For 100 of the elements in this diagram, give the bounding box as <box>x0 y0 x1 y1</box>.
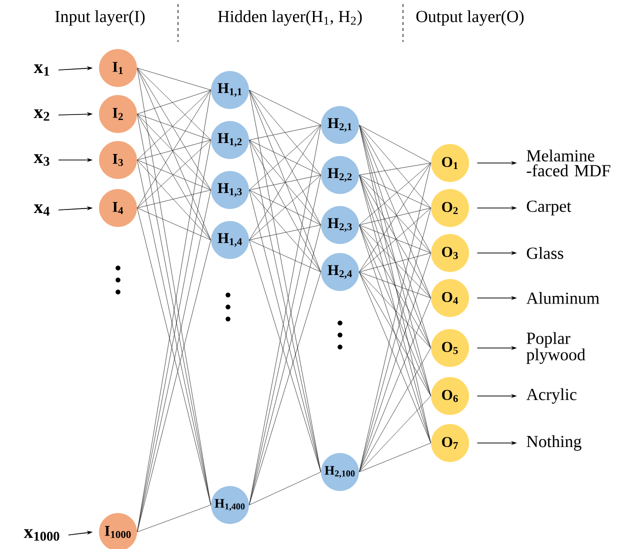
connection-line <box>136 190 212 208</box>
connection-line <box>136 114 212 140</box>
connection-line <box>248 240 322 272</box>
connection-line <box>136 140 212 208</box>
input-label: x$_{2}$ <box>34 109 50 121</box>
class-label: Glass <box>526 247 564 259</box>
connection-line <box>248 272 322 506</box>
connection-line <box>358 174 432 208</box>
input-neuron: I$_{1}$ <box>99 49 137 87</box>
connection-line <box>136 114 212 190</box>
connection-line <box>358 124 432 208</box>
connection-line <box>358 224 432 444</box>
connection-line <box>248 472 322 506</box>
connection-line <box>248 140 322 226</box>
connection-line <box>358 208 432 272</box>
output-neuron: O$_{1}$ <box>431 144 469 182</box>
hidden-neuron: H$_{2,1}$ <box>321 106 359 144</box>
hidden-neuron: H$_{1,400}$ <box>211 486 249 524</box>
connection-line <box>358 124 432 298</box>
connection-line <box>248 90 322 272</box>
connection-line <box>358 252 432 272</box>
connection-line <box>358 162 432 272</box>
input-label: x$_{3}$ <box>34 154 50 166</box>
connection-line <box>248 124 322 240</box>
connection-line <box>358 208 432 226</box>
connection-line <box>248 90 322 176</box>
connection-line <box>358 348 432 472</box>
connection-line <box>358 174 432 298</box>
connection-line <box>136 140 212 160</box>
connection-line <box>358 162 432 176</box>
connection-line <box>136 90 212 208</box>
layer-heading: Hidden layer(H$_{1}$, H$_{2}$) <box>218 10 362 26</box>
hidden-neuron: H$_{2,4}$ <box>321 253 359 291</box>
hidden-neuron: H$_{1,4}$ <box>211 221 249 259</box>
connection-line <box>136 114 212 240</box>
connection-line <box>248 140 322 176</box>
connection-line <box>248 90 322 226</box>
connection-line <box>136 504 212 532</box>
connection-line <box>358 272 432 298</box>
connection-line <box>248 190 322 226</box>
connection-line <box>248 240 322 472</box>
hidden-neuron: H$_{1,3}$ <box>211 171 249 209</box>
connection-line <box>248 190 322 272</box>
input-neuron: I$_{4}$ <box>99 189 137 227</box>
connection-line <box>248 140 322 272</box>
connection-line <box>136 68 212 190</box>
connection-line <box>358 224 432 396</box>
output-neuron: O$_{6}$ <box>431 377 469 415</box>
connection-line <box>358 272 432 348</box>
input-neuron: I$_{1000}$ <box>99 513 137 549</box>
input-label: x$_{1000}$ <box>24 529 60 541</box>
connection-line <box>358 224 432 298</box>
output-neuron: O$_{4}$ <box>431 279 469 317</box>
connection-line <box>136 90 212 114</box>
connection-line <box>358 124 432 254</box>
input-neuron: I$_{2}$ <box>99 95 137 133</box>
hidden-neuron: H$_{1,1}$ <box>211 71 249 109</box>
layer-heading: Input layer(I) <box>55 10 145 26</box>
connection-line <box>358 174 432 254</box>
output-neuron: O$_{2}$ <box>431 189 469 227</box>
output-neuron: O$_{3}$ <box>431 234 469 272</box>
connection-line <box>248 174 322 240</box>
connection-line <box>136 68 212 140</box>
connection-line <box>248 124 322 140</box>
class-label: Poplar plywood <box>526 332 586 364</box>
connection-line <box>248 174 322 190</box>
connection-line <box>248 224 322 240</box>
connection-line <box>358 224 432 254</box>
connection-line <box>136 68 212 240</box>
hidden-neuron: H$_{2,100}$ <box>321 453 359 491</box>
class-label: Nothing <box>526 435 582 451</box>
connection-line <box>358 272 432 444</box>
connection-line <box>136 160 212 240</box>
connection-line <box>136 68 212 90</box>
connection-line <box>358 124 432 164</box>
connection-line <box>358 162 432 226</box>
connection-line <box>248 90 322 126</box>
connection-line <box>358 174 432 396</box>
connection-line <box>358 224 432 348</box>
connection-line <box>136 208 212 240</box>
class-label: Melamine -faced MDF <box>526 150 610 176</box>
connection-line <box>136 90 212 160</box>
hidden-neuron: H$_{1,2}$ <box>211 121 249 159</box>
layer-heading: Output layer(O) <box>416 10 524 26</box>
input-label: x$_{1}$ <box>34 64 50 76</box>
input-label: x$_{4}$ <box>34 204 50 216</box>
class-label: Acrylic <box>526 388 576 404</box>
class-label: Aluminum <box>526 292 600 304</box>
connection-line <box>358 174 432 348</box>
output-neuron: O$_{7}$ <box>431 424 469 462</box>
input-neuron: I$_{3}$ <box>99 141 137 179</box>
hidden-neuron: H$_{2,2}$ <box>321 156 359 194</box>
connection-line <box>358 396 432 472</box>
output-neuron: O$_{5}$ <box>431 329 469 367</box>
connection-line <box>136 160 212 190</box>
connection-line <box>358 252 432 472</box>
connection-line <box>248 124 322 190</box>
connection-line <box>358 124 432 348</box>
hidden-neuron: H$_{2,3}$ <box>321 206 359 244</box>
connection-line <box>358 298 432 472</box>
